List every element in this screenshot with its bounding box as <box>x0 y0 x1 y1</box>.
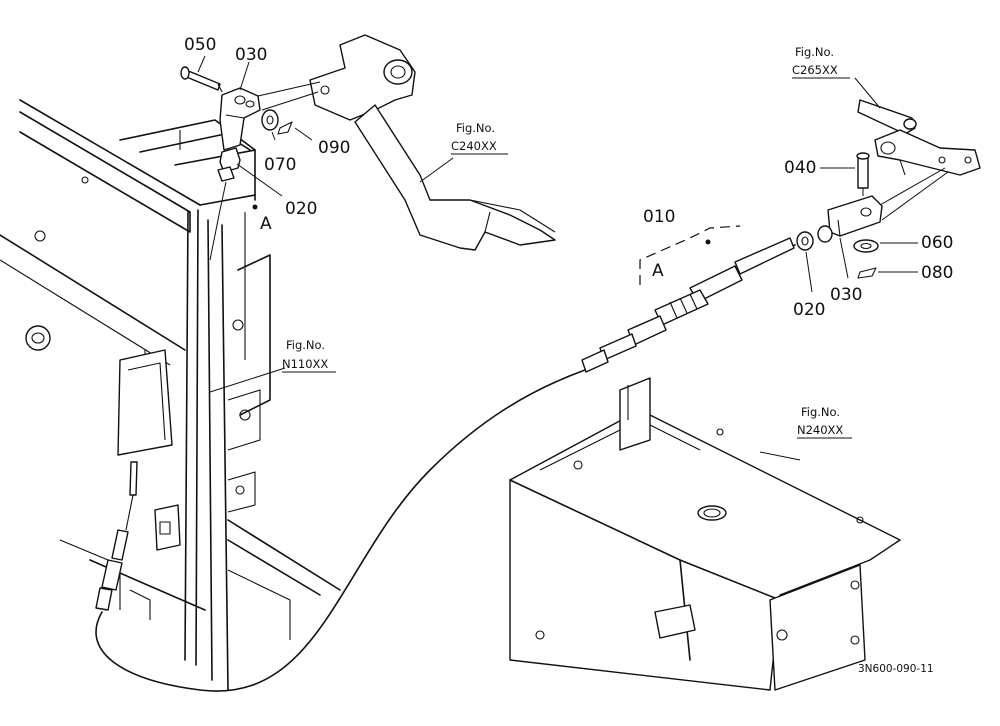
drawing-code: 3N600-090-11 <box>858 663 934 675</box>
part-number-020-right: 020 <box>793 300 825 320</box>
part-number-030-right: 030 <box>830 285 862 305</box>
fig-prefix-n110: Fig.No. <box>286 338 325 352</box>
clip-090 <box>277 121 293 135</box>
cable-left-end <box>95 461 138 611</box>
right-yoke-group <box>796 152 883 279</box>
reference-label-a-box: A <box>652 261 664 281</box>
yoke-030-right <box>827 195 883 237</box>
control-cable-run <box>95 369 586 692</box>
reference-point-a <box>252 204 258 210</box>
fig-ref-n240: N240XX <box>797 423 843 437</box>
part-number-060: 060 <box>921 233 953 253</box>
fig-prefix-n240: Fig.No. <box>801 405 840 419</box>
fig-prefix-c240: Fig.No. <box>456 121 495 135</box>
part-number-050: 050 <box>184 35 216 55</box>
clevis-pin-040 <box>857 155 869 189</box>
control-cable-010 <box>581 237 796 373</box>
part-number-080: 080 <box>921 263 953 283</box>
part-number-040: 040 <box>784 158 816 178</box>
washer-070 <box>261 109 279 131</box>
leader-lines <box>197 55 918 461</box>
upper-yoke-group <box>180 66 293 261</box>
clip-080 <box>857 267 877 279</box>
nut-020-right <box>796 231 814 251</box>
reference-box-a <box>639 225 741 285</box>
linkage-arm <box>857 99 981 176</box>
mount-bracket <box>509 377 901 691</box>
frame-structure <box>0 99 341 691</box>
fig-ref-n110: N110XX <box>282 357 328 371</box>
reference-label-a-top: A <box>260 214 272 234</box>
washer-060 <box>853 239 879 253</box>
part-number-070: 070 <box>264 155 296 175</box>
yoke-030-top <box>219 87 261 151</box>
fig-ref-c265: C265XX <box>792 63 838 77</box>
pedal-assembly <box>309 34 556 251</box>
fig-ref-c240: C240XX <box>451 139 497 153</box>
part-number-030-top: 030 <box>235 45 267 65</box>
nut-020-top <box>219 147 241 173</box>
part-number-090: 090 <box>318 138 350 158</box>
fig-prefix-c265: Fig.No. <box>795 45 834 59</box>
part-number-010: 010 <box>643 207 675 227</box>
part-number-020-top: 020 <box>285 199 317 219</box>
